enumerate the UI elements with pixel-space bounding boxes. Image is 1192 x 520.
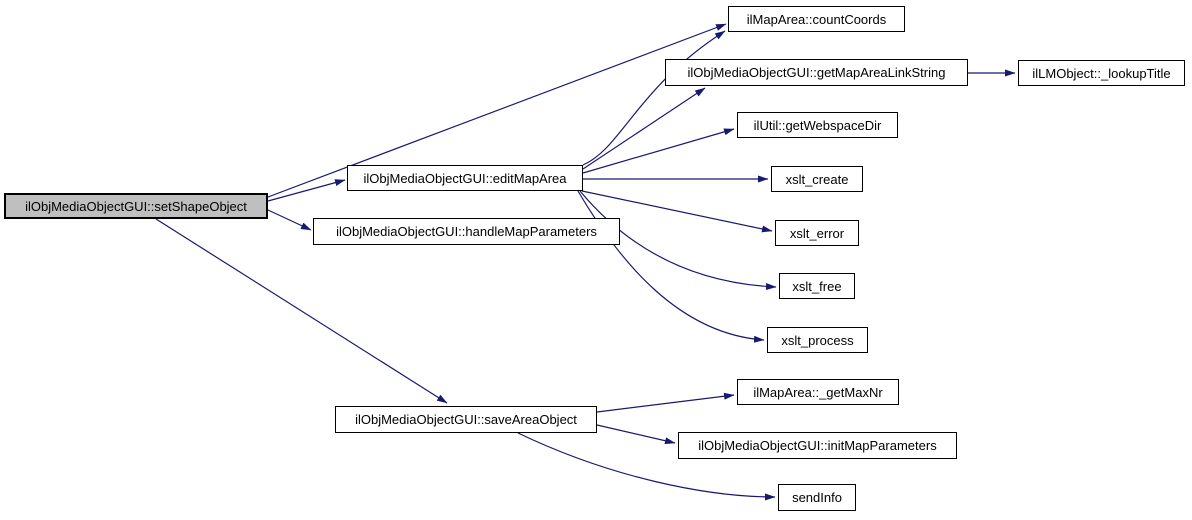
node-save-area-object[interactable]: ilObjMediaObjectGUI::saveAreaObject bbox=[335, 406, 597, 433]
edge-set-shape-object-to-save-area-object bbox=[155, 218, 448, 404]
edge-save-area-object-to-init-map-parameters bbox=[596, 424, 676, 445]
node-xslt-error[interactable]: xslt_error bbox=[775, 220, 859, 246]
node-edit-map-area[interactable]: ilObjMediaObjectGUI::editMapArea bbox=[347, 165, 583, 191]
node-lookup-title[interactable]: ilLMObject::_lookupTitle bbox=[1018, 60, 1185, 86]
node-send-info[interactable]: sendInfo bbox=[778, 484, 856, 511]
edge-save-area-object-to-get-max-nr bbox=[596, 392, 735, 413]
node-get-map-area-link-string[interactable]: ilObjMediaObjectGUI::getMapAreaLinkStrin… bbox=[665, 59, 968, 86]
edge-edit-map-area-to-get-webspace-dir bbox=[582, 128, 735, 174]
node-count-coords[interactable]: ilMapArea::countCoords bbox=[728, 6, 905, 32]
node-set-shape-object: ilObjMediaObjectGUI::setShapeObject bbox=[4, 193, 268, 219]
edge-set-shape-object-to-edit-map-area bbox=[267, 179, 346, 202]
node-xslt-free[interactable]: xslt_free bbox=[779, 273, 855, 299]
node-xslt-process[interactable]: xslt_process bbox=[767, 327, 868, 353]
edge-edit-map-area-to-xslt-process bbox=[577, 190, 765, 343]
edge-edit-map-area-to-count-coords bbox=[582, 30, 726, 166]
node-handle-map-parameters[interactable]: ilObjMediaObjectGUI::handleMapParameters bbox=[313, 218, 620, 245]
node-xslt-create[interactable]: xslt_create bbox=[771, 166, 863, 192]
node-get-max-nr[interactable]: ilMapArea::_getMaxNr bbox=[737, 379, 899, 405]
node-get-webspace-dir[interactable]: ilUtil::getWebspaceDir bbox=[737, 112, 898, 138]
edge-edit-map-area-to-get-map-area-link-string bbox=[582, 87, 706, 170]
edge-set-shape-object-to-handle-map-parameters bbox=[267, 209, 312, 231]
node-init-map-parameters[interactable]: ilObjMediaObjectGUI::initMapParameters bbox=[678, 432, 957, 459]
